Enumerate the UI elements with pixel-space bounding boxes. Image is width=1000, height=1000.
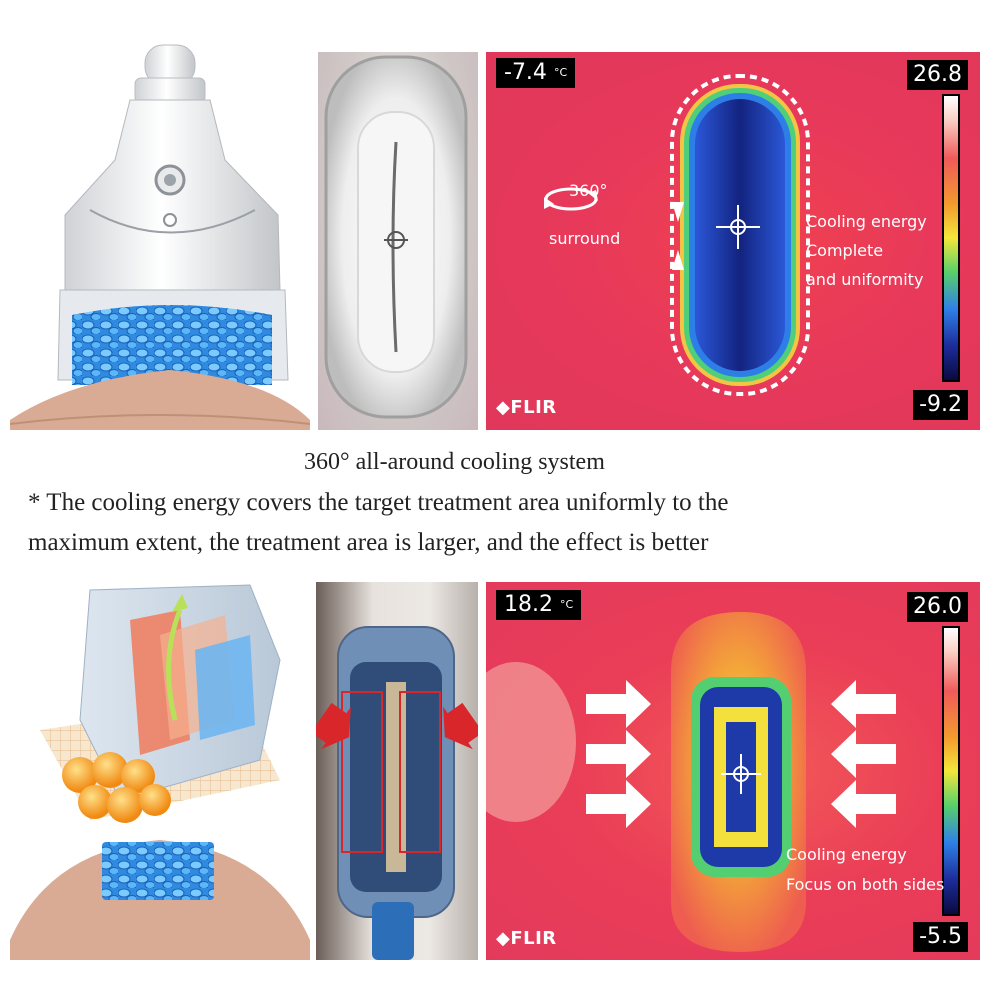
handpiece-photo-bottom xyxy=(316,582,478,960)
flir-brand-text: FLIR xyxy=(510,397,557,418)
min-temperature-readout-bottom: 18.2 °C xyxy=(496,590,582,620)
flir-logo-bottom: ◆FLIR xyxy=(496,928,557,949)
scale-min-label: -9.2 xyxy=(913,390,968,420)
cryo-handpiece-illustration xyxy=(10,44,310,430)
cooling-note-bottom-line-1: Cooling energy xyxy=(786,845,907,864)
flir-brand-text-bottom: FLIR xyxy=(510,928,557,949)
temperature-scale-bar xyxy=(942,94,960,382)
cooling-note-line-1: Cooling energy xyxy=(806,212,927,231)
handpiece-side-plates-graphic xyxy=(316,626,478,960)
min-temp-value: -7.4 xyxy=(504,60,547,85)
min-temperature-readout: -7.4 °C xyxy=(496,58,576,88)
temperature-scale-bar-bottom xyxy=(942,626,960,916)
frosted-cup-graphic xyxy=(324,55,468,419)
cooling-note-line-3: and uniformity xyxy=(806,270,924,289)
caption-line-2: maximum extent, the treatment area is la… xyxy=(28,529,709,556)
cooling-note-line-2: Complete xyxy=(806,241,884,260)
thermal-heatmap-top xyxy=(544,74,810,396)
flir-logo: ◆FLIR xyxy=(496,397,557,418)
caption-line-1: * The cooling energy covers the target t… xyxy=(28,489,729,516)
rotation-caption: surround xyxy=(549,229,621,248)
temp-unit-bottom: °C xyxy=(559,598,574,611)
temp-unit: °C xyxy=(553,66,568,79)
device-illustration-top xyxy=(10,40,310,430)
frosted-probe-photo-top xyxy=(318,52,478,430)
scale-max-label: 26.8 xyxy=(907,60,968,90)
caption-title: 360° all-around cooling system xyxy=(304,449,605,475)
cooling-plates-illustration xyxy=(10,584,310,960)
thermal-heatmap-bottom xyxy=(486,612,896,952)
rotation-degree-label: 360° xyxy=(569,181,608,200)
min-temp-value-bottom: 18.2 xyxy=(504,592,553,617)
scale-max-label-bottom: 26.0 xyxy=(907,592,968,622)
cooling-note-bottom-line-2: Focus on both sides xyxy=(786,875,945,894)
thermal-image-bottom: 18.2 °C 26.0 -5.5 Cooling energy Focus o… xyxy=(486,582,980,960)
scale-min-label-bottom: -5.5 xyxy=(913,922,968,952)
thermal-image-top: -7.4 °C 26.8 -9.2 360° surround Cooling … xyxy=(486,52,980,430)
device-illustration-bottom xyxy=(10,580,310,960)
